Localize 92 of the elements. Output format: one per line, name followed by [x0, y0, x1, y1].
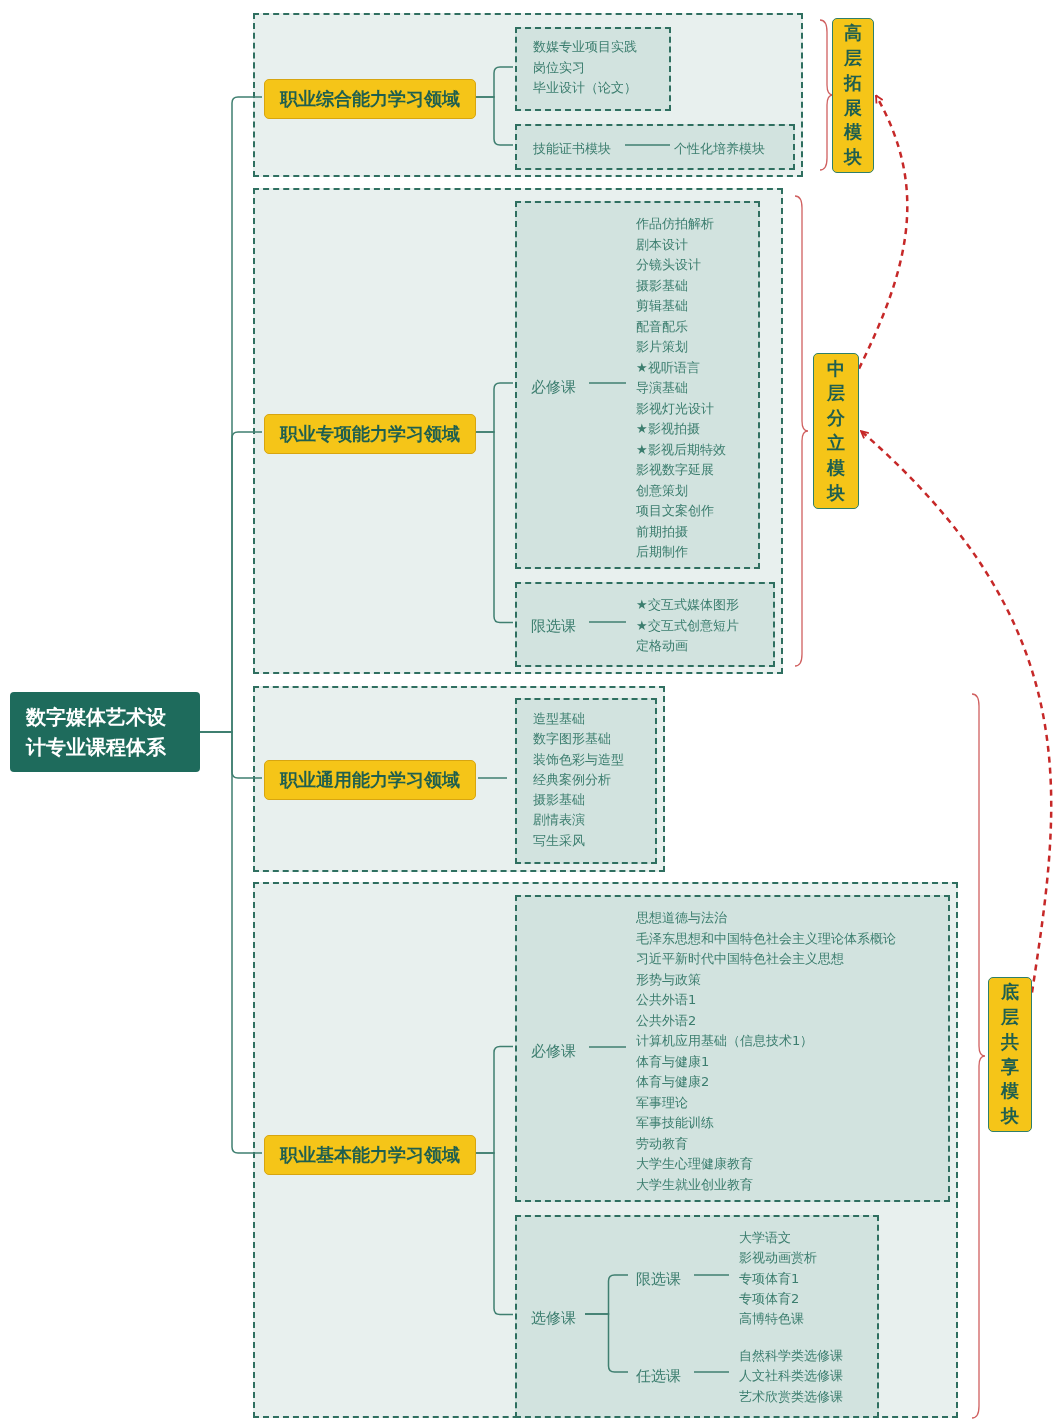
course-name: 专项体育2: [739, 1289, 800, 1308]
connector-line: [477, 777, 508, 779]
category-label: 个性化培养模块: [674, 138, 784, 160]
course-name: 计算机应用基础（信息技术1）: [636, 1032, 814, 1050]
domain-box: 职业综合能力学习领域: [264, 79, 476, 119]
course-name: 体育与健康1: [636, 1052, 710, 1071]
category-label: 限选课: [636, 1268, 694, 1290]
category-label: 限选课: [531, 615, 589, 637]
course-name: 分镜头设计: [636, 256, 701, 274]
course-name: 剪辑基础: [636, 297, 688, 315]
course-name: 定格动画: [636, 637, 688, 655]
course-name: 作品仿拍解析: [636, 215, 714, 233]
connector-line: [588, 382, 627, 384]
course-name: 大学语文: [739, 1229, 791, 1247]
course-name: 习近平新时代中国特色社会主义思想: [636, 950, 844, 968]
course-name: 配音配乐: [636, 317, 688, 336]
course-name: 岗位实习: [533, 58, 585, 77]
category-label: 选修课: [531, 1307, 589, 1329]
course-name: 影视数字延展: [636, 461, 714, 479]
course-name: 摄影基础: [533, 791, 585, 810]
course-name: 形势与政策: [636, 970, 701, 989]
course-name: ★影视拍摄: [636, 420, 700, 438]
course-name: 高博特色课: [739, 1310, 804, 1329]
course-name: 公共外语1: [636, 991, 697, 1009]
connector-line: [693, 1371, 730, 1373]
course-name: ★影视后期特效: [636, 440, 726, 459]
course-name: 项目文案创作: [636, 502, 714, 520]
course-name: 导演基础: [636, 379, 688, 397]
course-name: 思想道德与法治: [636, 909, 727, 927]
course-name: 创意策划: [636, 481, 688, 500]
course-name: 剧本设计: [636, 235, 688, 254]
category-label: 任选课: [636, 1365, 694, 1387]
category-label: 必修课: [531, 1040, 589, 1062]
course-name: 自然科学类选修课: [739, 1347, 843, 1365]
category-label: 技能证书模块: [533, 138, 625, 160]
course-group-box: [515, 201, 760, 569]
course-name: ★交互式媒体图形: [636, 596, 739, 614]
region-panel: [253, 686, 665, 872]
region-panel: [253, 13, 803, 177]
course-name: 毛泽东思想和中国特色社会主义理论体系概论: [636, 929, 896, 948]
course-name: 人文社科类选修课: [739, 1367, 843, 1386]
course-name: 影片策划: [636, 338, 688, 356]
course-name: 公共外语2: [636, 1011, 697, 1030]
course-name: ★视听语言: [636, 358, 700, 377]
course-name: 影视灯光设计: [636, 399, 714, 418]
course-name: 大学生就业创业教育: [636, 1175, 753, 1194]
course-group-box: [515, 698, 657, 864]
domain-box: 职业专项能力学习领域: [264, 414, 476, 454]
course-name: 劳动教育: [636, 1134, 688, 1153]
connector-line: [584, 1313, 629, 1373]
category-label: 必修课: [531, 376, 589, 398]
course-name: 写生采风: [533, 831, 585, 850]
course-name: 装饰色彩与造型: [533, 750, 624, 769]
course-name: 军事理论: [636, 1093, 688, 1112]
course-name: 艺术欣赏类选修课: [739, 1387, 843, 1406]
course-name: ★交互式创意短片: [636, 616, 739, 635]
connector-line: [473, 96, 514, 146]
connector-line: [693, 1274, 730, 1276]
course-name: 影视动画赏析: [739, 1249, 817, 1268]
root-topic-box: 数字媒体艺术设计专业课程体系: [10, 692, 200, 772]
domain-box: 职业基本能力学习领域: [264, 1135, 476, 1175]
course-name: 军事技能训练: [636, 1114, 714, 1132]
region-panel: [253, 882, 958, 1418]
module-box: 高层拓展模块: [832, 18, 874, 173]
connector-line: [473, 1152, 514, 1316]
course-name: 造型基础: [533, 710, 585, 728]
course-name: 后期制作: [636, 543, 688, 561]
module-box: 中层分立模块: [813, 353, 859, 509]
connector-line: [473, 431, 514, 624]
course-name: 大学生心理健康教育: [636, 1155, 753, 1173]
module-box: 底层共享模块: [988, 977, 1032, 1132]
course-group-box: [515, 895, 950, 1202]
course-name: 毕业设计（论文）: [533, 79, 637, 97]
course-name: 数字图形基础: [533, 730, 611, 749]
dashed-arrow: [857, 94, 909, 370]
region-panel: [253, 188, 783, 674]
dashed-arrow: [860, 430, 1053, 993]
course-name: 剧情表演: [533, 811, 585, 830]
connector-line: [588, 1046, 627, 1048]
course-group-box: [515, 582, 775, 667]
course-group-box: [515, 124, 795, 170]
connector-line: [588, 621, 627, 623]
connector-line: [624, 144, 671, 146]
course-name: 摄影基础: [636, 276, 688, 295]
course-name: 体育与健康2: [636, 1073, 710, 1091]
course-group-box: [515, 27, 671, 111]
course-name: 前期拍摄: [636, 522, 688, 541]
course-name: 经典案例分析: [533, 770, 611, 789]
course-name: 专项体育1: [739, 1269, 800, 1288]
course-name: 数媒专业项目实践: [533, 38, 637, 56]
course-group-box: [515, 1215, 879, 1418]
domain-box: 职业通用能力学习领域: [264, 760, 476, 800]
